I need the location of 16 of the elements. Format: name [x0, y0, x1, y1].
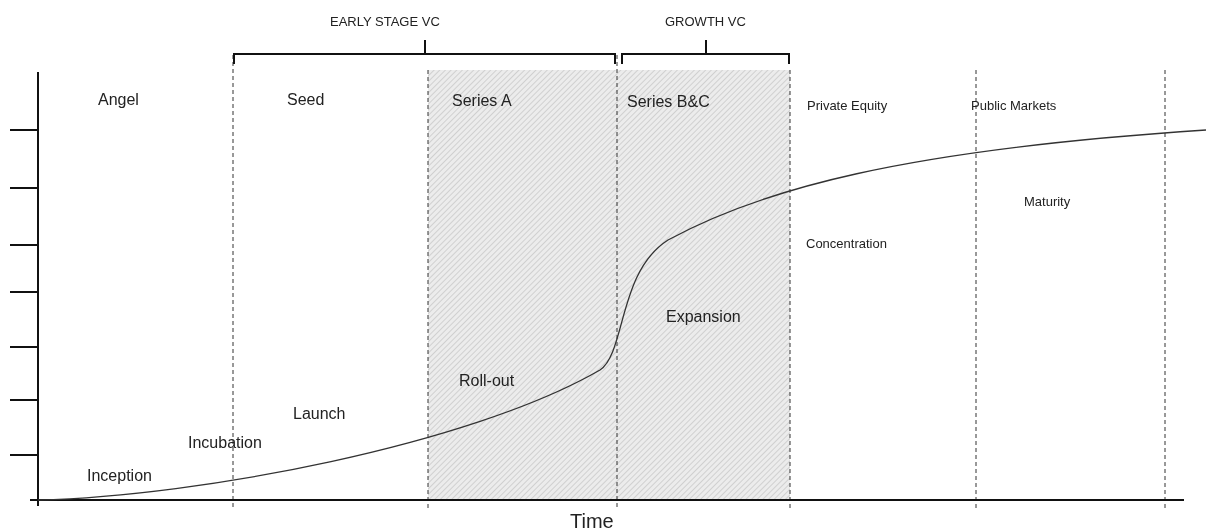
- funding-stage-heading: GROWTH VC: [665, 14, 746, 30]
- funding-round-label: Series A: [452, 92, 512, 110]
- funding-round-label: Angel: [98, 91, 139, 109]
- phase-label: Roll-out: [459, 372, 515, 390]
- phase-label: Expansion: [666, 308, 741, 326]
- funding-round-label: Series B&C: [627, 93, 710, 111]
- phase-label: Incubation: [188, 434, 262, 452]
- funding-round-label: Private Equity: [807, 98, 888, 114]
- phase-label: Maturity: [1024, 194, 1071, 210]
- phase-label: Inception: [87, 467, 152, 485]
- funding-round-label: Public Markets: [971, 98, 1057, 114]
- funding-round-label: Seed: [287, 91, 325, 109]
- funding-stage-heading: EARLY STAGE VC: [330, 14, 440, 30]
- phase-label: Concentration: [806, 236, 887, 252]
- axis-title: Time: [570, 510, 614, 531]
- phase-label: Launch: [293, 405, 346, 423]
